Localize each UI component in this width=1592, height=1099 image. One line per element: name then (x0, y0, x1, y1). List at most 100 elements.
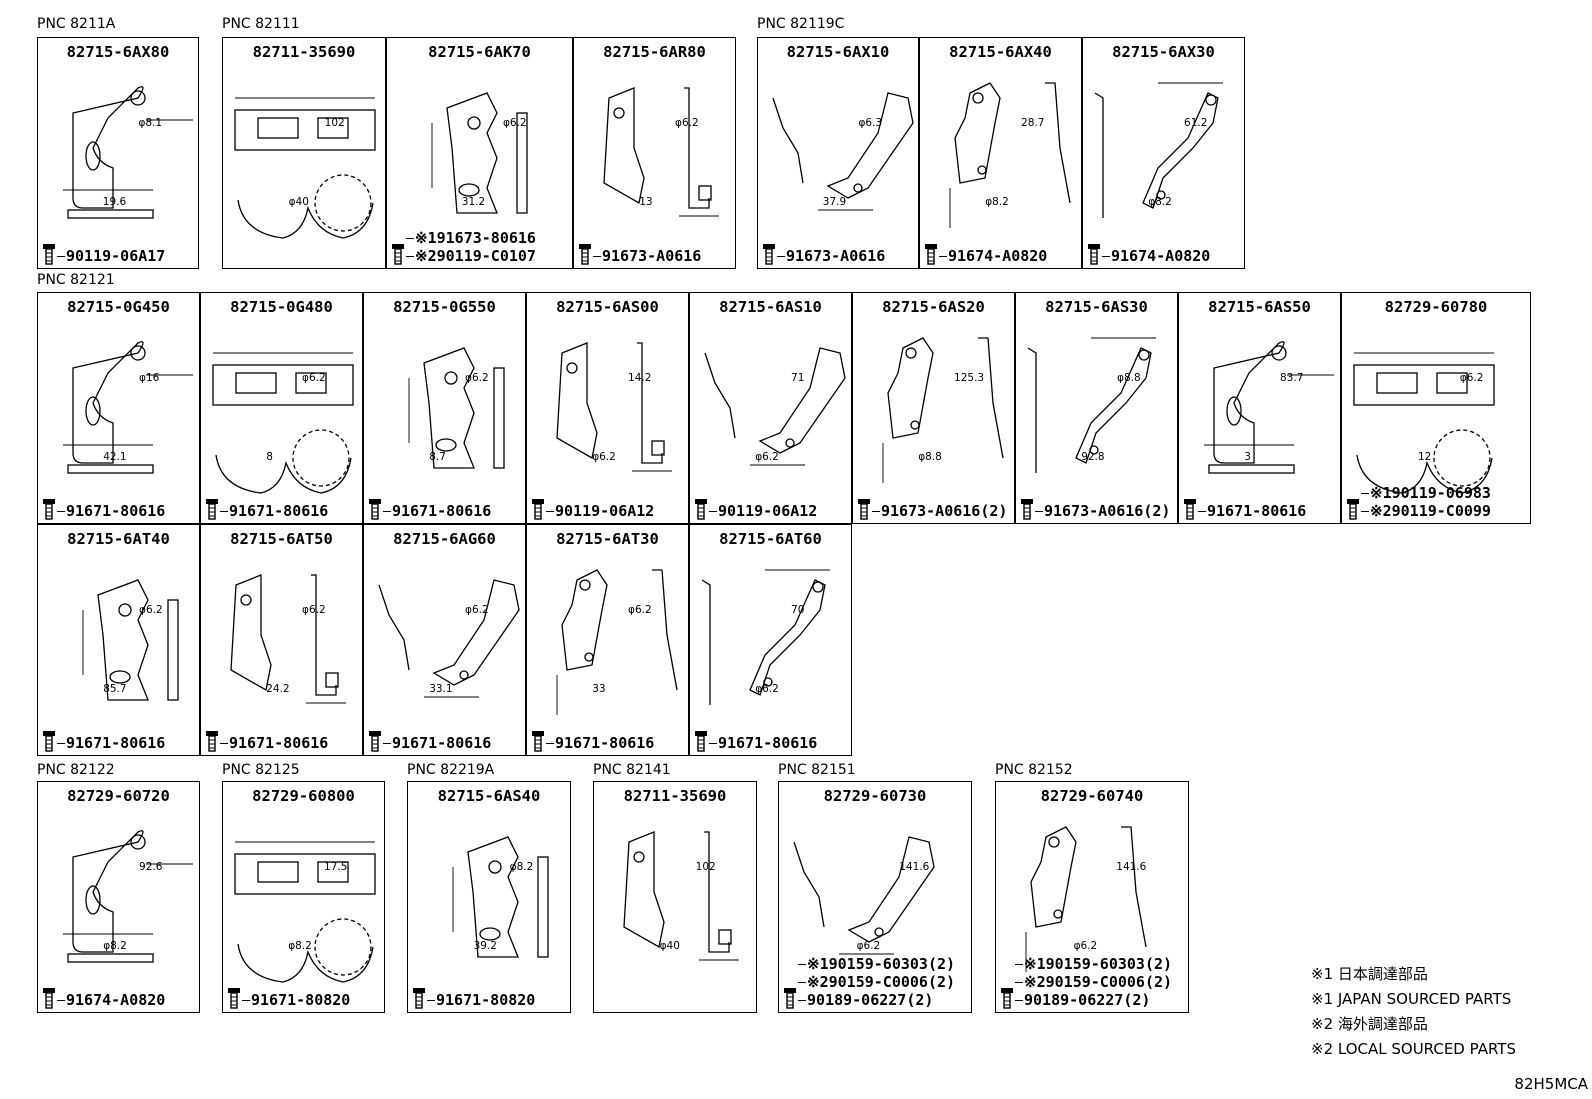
part-number[interactable]: 82715-6AS30 (1045, 298, 1148, 316)
fastener-part-number[interactable]: 90119-06A12 (709, 502, 817, 520)
fastener-part-number[interactable]: 91671-80616 (383, 734, 491, 752)
fastener-part-number[interactable]: 91671-80616 (546, 734, 654, 752)
part-number[interactable]: 82715-6AR80 (603, 43, 706, 61)
part-number[interactable]: 82715-6AT40 (67, 530, 170, 548)
fastener-part-number[interactable]: ※290119-C0107 (406, 247, 536, 265)
fastener-part-number[interactable]: ※290119-C0099 (1361, 502, 1491, 520)
part-number[interactable]: 82715-6AT30 (556, 530, 659, 548)
fastener-part-number[interactable]: 91671-80616 (709, 734, 817, 752)
fastener-part-number[interactable]: 91671-80616 (57, 502, 165, 520)
part-number[interactable]: 82715-6AK70 (428, 43, 531, 61)
part-number[interactable]: 82711-35690 (252, 43, 356, 61)
fastener-part-number[interactable]: 90119-06A12 (546, 502, 654, 520)
fastener-part-number[interactable]: 91673-A0616 (777, 247, 885, 265)
part-number[interactable]: 82715-6AX80 (66, 43, 170, 61)
dimension-label: 92.8 (1081, 451, 1104, 463)
part-number[interactable]: 82715-6AS00 (556, 298, 659, 316)
part-number[interactable]: 82715-6AX30 (1112, 43, 1215, 61)
fastener-part-number[interactable]: 91671-80616 (1198, 502, 1306, 520)
dimension-label: φ16 (139, 372, 160, 384)
part-number[interactable]: 82715-0G450 (67, 298, 170, 316)
part-number[interactable]: 82715-6AS50 (1208, 298, 1311, 316)
fastener-part-number[interactable]: 90119-06A17 (57, 247, 165, 265)
fastener-part-number[interactable]: 91671-80616 (57, 734, 165, 752)
part-illustration: φ8.119.6 (63, 86, 193, 219)
part-number[interactable]: 82729-60730 (823, 787, 927, 805)
part-illustration: φ6.212 (1353, 352, 1495, 494)
fastener-part-number[interactable]: 91673-A0616(2) (872, 502, 1007, 520)
part-number[interactable]: 82711-35690 (623, 787, 727, 805)
fastener-part-number[interactable]: ※190159-60303(2) (798, 955, 955, 973)
fastener-part-number[interactable]: 91674-A0820 (1102, 247, 1210, 265)
part-number[interactable]: 82715-6AT50 (230, 530, 333, 548)
part-number[interactable]: 82715-6AT60 (719, 530, 822, 548)
part-number[interactable]: 82715-0G480 (230, 298, 333, 316)
fastener-part-number[interactable]: 91674-A0820 (57, 991, 165, 1009)
fastener-part-number[interactable]: ※290159-C0006(2) (1015, 973, 1172, 991)
fastener-part-number[interactable]: ※191673-80616 (406, 229, 536, 247)
fastener-part-number[interactable]: 90189-06227(2) (1015, 991, 1172, 1009)
part-number[interactable]: 82729-60720 (67, 787, 170, 805)
fastener-list: 90119-06A17 (42, 243, 165, 265)
part-number[interactable]: 82715-6AS20 (882, 298, 985, 316)
part-number[interactable]: 82729-60780 (1384, 298, 1488, 316)
part-number[interactable]: 82715-6AG60 (393, 530, 496, 548)
fastener-part-number[interactable]: ※290159-C0006(2) (798, 973, 955, 991)
part-number[interactable]: 82715-6AS40 (437, 787, 541, 805)
fastener-part-number[interactable]: 91671-80616 (383, 502, 491, 520)
part-number[interactable]: 82715-6AX40 (949, 43, 1052, 61)
part-number[interactable]: 82729-60740 (1040, 787, 1144, 805)
fastener-part-number[interactable]: ※190119-06983 (1361, 484, 1491, 502)
fastener-part-number[interactable]: 91671-80616 (220, 502, 328, 520)
fastener-part-number[interactable]: 91673-A0616(2) (1035, 502, 1170, 520)
part-number[interactable]: 82715-6AX10 (786, 43, 890, 61)
fastener-list: 91673-A0616 (762, 243, 885, 265)
fastener-list: 91671-80616 (1183, 498, 1306, 520)
dimension-label: 31.2 (462, 196, 485, 208)
part-number[interactable]: 82715-6AS10 (719, 298, 822, 316)
part-illustration: φ6.28 (212, 352, 354, 494)
fastener-part-number[interactable]: ※190159-60303(2) (1015, 955, 1172, 973)
part-number[interactable]: 82729-60800 (252, 787, 355, 805)
dimension-label: 13 (639, 196, 652, 208)
part-number[interactable]: 82715-0G550 (393, 298, 496, 316)
bolt-icon (43, 499, 55, 520)
fastener-part-number[interactable]: 91674-A0820 (939, 247, 1047, 265)
fastener-part-number[interactable]: 91673-A0616 (593, 247, 701, 265)
pnc-label: PNC 82151 (778, 762, 856, 778)
dimension-label: 24.2 (266, 683, 289, 695)
fastener-part-number[interactable]: 91671-80616 (220, 734, 328, 752)
fastener-part-number[interactable]: 91671-80820 (242, 991, 350, 1009)
fastener-part-number[interactable]: 91671-80820 (427, 991, 535, 1009)
bolt-icon (1001, 988, 1013, 1009)
fastener-part-number[interactable]: 90189-06227(2) (798, 991, 955, 1009)
